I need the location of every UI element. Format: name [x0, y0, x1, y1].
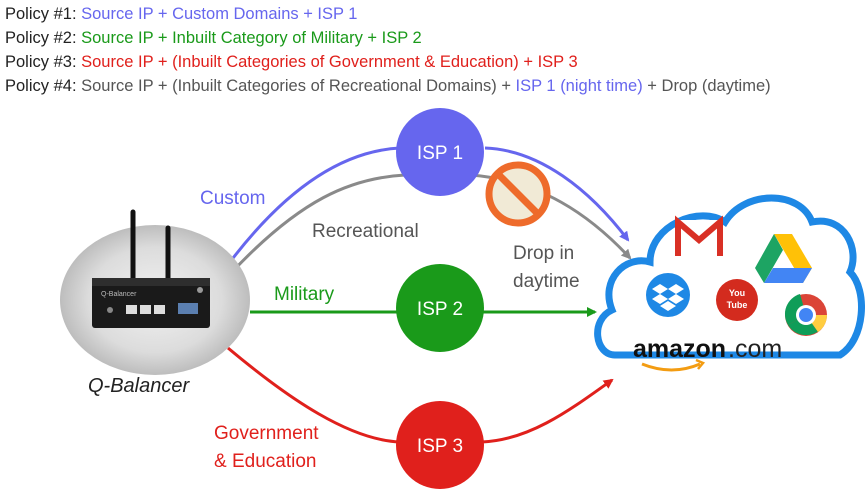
amazon-wordmark: amazon: [633, 335, 726, 363]
google-drive-icon: [755, 234, 812, 283]
svg-text:You: You: [729, 288, 745, 298]
label-government-education: Government & Education: [214, 423, 319, 472]
route-government: [227, 346, 401, 444]
policy-3-rule: Source IP + (Inbuilt Categories of Gover…: [81, 53, 578, 71]
policy-4-drop: + Drop (daytime): [642, 77, 771, 95]
policy-2-rule: Source IP + Inbuilt Category of Military…: [81, 29, 422, 47]
isp-3-label: ISP 3: [417, 436, 463, 457]
policy-1-prefix: Policy #1:: [5, 5, 82, 23]
label-drop-daytime: Drop in daytime: [513, 243, 580, 292]
route-recreational: [230, 173, 406, 274]
label-custom: Custom: [200, 188, 266, 209]
route-custom-out: [484, 146, 630, 242]
policy-4-rule: Source IP + (Inbuilt Categories of Recre…: [81, 77, 516, 95]
chrome-icon: [784, 294, 827, 336]
q-balancer-device: Q-Balancer: [92, 209, 210, 328]
prohibited-icon: [485, 161, 551, 227]
label-military: Military: [274, 284, 335, 305]
dropbox-icon: [646, 273, 690, 317]
policy-line-2: Policy #2: Source IP + Inbuilt Category …: [5, 26, 855, 50]
isp-2-node: ISP 2: [396, 264, 484, 352]
isp-3-node: ISP 3: [396, 401, 484, 489]
device-name: Q-Balancer: [88, 375, 190, 397]
cloud: [594, 194, 865, 359]
policy-4-prefix: Policy #4:: [5, 77, 82, 95]
policy-line-4: Policy #4: Source IP + (Inbuilt Categori…: [5, 74, 855, 98]
policy-line-3: Policy #3: Source IP + (Inbuilt Categori…: [5, 50, 855, 74]
policy-2-prefix: Policy #2:: [5, 29, 82, 47]
amazon-suffix: .com: [728, 335, 782, 363]
isp-1-node: ISP 1: [396, 108, 484, 196]
route-government-out: [481, 378, 614, 444]
route-custom: [228, 146, 401, 263]
policy-3-prefix: Policy #3:: [5, 53, 82, 71]
policy-line-1: Policy #1: Source IP + Custom Domains + …: [5, 2, 855, 26]
device-brand-text: Q-Balancer: [101, 291, 137, 298]
svg-text:Tube: Tube: [727, 300, 748, 310]
policy-4-night: ISP 1 (night time): [515, 77, 643, 95]
amazon-logo: amazon .com: [633, 335, 782, 372]
gmail-icon: [675, 215, 723, 256]
policy-1-rule: Source IP + Custom Domains + ISP 1: [81, 5, 358, 23]
isp-2-label: ISP 2: [417, 299, 463, 320]
policy-list: Policy #1: Source IP + Custom Domains + …: [5, 2, 855, 98]
isp-1-label: ISP 1: [417, 143, 463, 164]
youtube-icon: You Tube: [716, 279, 758, 321]
label-recreational: Recreational: [312, 221, 419, 242]
